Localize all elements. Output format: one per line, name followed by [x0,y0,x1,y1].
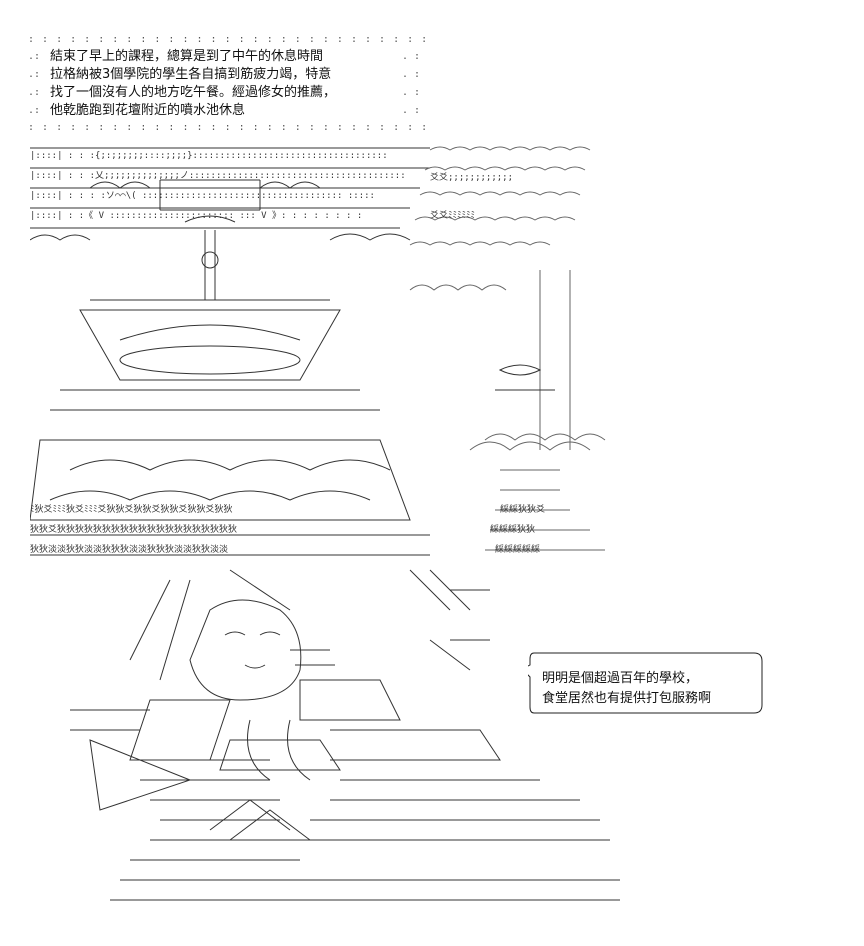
speech-bubble-line-1: 明明是個超過百年的學校， [542,671,699,686]
foliage-texture: 爻爻;;;;;;;;;;;; [430,172,513,183]
fountain-scene-drawing: |::::| : : :{;:;;;;;;::::;;;;}::::::::::… [30,146,620,901]
foliage-texture: 綵綵狄狄爻 [500,503,545,515]
narration-dots: .: [28,51,41,62]
narration-text-4: 他乾脆跑到花壇附近的噴水池休息 [50,103,246,118]
hedge-texture: |::::| : :《 V ::::::::::::::::::::::: ::… [30,210,362,221]
hedge-texture: |::::| : : : :ソ⌒⌒\( ::::::::::::::::::::… [30,191,375,201]
narration-dots: . : [401,69,420,80]
right-foliage [409,146,606,551]
narration-line: .: 結束了早上的課程，總算是到了中午的休息時間 . : [28,48,428,66]
foliage-texture: 爻爻ﾐﾐﾐﾐﾐﾐ [430,210,475,221]
narration-dots: . : [401,105,420,116]
ascii-art-illustration: |::::| : : :{;:;;;;;;::::;;;;}::::::::::… [30,140,620,930]
hedge-band [30,147,430,241]
narration-dots: .: [28,105,41,116]
sitting-character [70,569,620,901]
bird-shape [495,364,555,391]
narration-text-1: 結束了早上的課程，總算是到了中午的休息時間 [50,49,324,64]
basin-texture: ﾐ狄爻ﾐﾐﾐ狄爻ﾐﾐﾐ爻狄狄爻狄狄爻狄狄爻狄狄爻狄狄 [30,503,233,515]
speech-bubble-line-2: 食堂居然也有提供打包服務啊 [542,691,712,706]
narration-dots: . : [401,51,420,62]
water-lines [409,569,490,671]
foliage-texture: 綵綵綵狄狄 [490,523,535,535]
narration-dots: .: [28,69,41,80]
basin-texture: 狄狄爻狄狄狄狄狄狄狄狄狄狄狄狄狄狄狄狄狄狄狄狄 [30,523,237,535]
fountain [30,215,430,556]
hedge-texture: |::::| : : :{;:;;;;;;::::;;;;}::::::::::… [30,151,388,161]
narration-block: : : : : : : : : : : : : : : : : : : : : … [28,32,428,136]
narration-line: .: 找了一個沒有人的地方吃午餐。經過修女的推薦， . : [28,84,428,102]
narration-dots: .: [28,87,41,98]
narration-dots: . : [401,87,420,98]
narration-text-3: 找了一個沒有人的地方吃午餐。經過修女的推薦， [50,85,337,100]
speech-bubble: 明明是個超過百年的學校， 食堂居然也有提供打包服務啊 [528,651,764,715]
narration-line: .: 拉格納被3個學院的學生各自搞到筋疲力竭，特意 . : [28,66,428,84]
narration-bottom-border: : : : : : : : : : : : : : : : : : : : : … [28,122,428,133]
foliage-texture: 綵綵綵綵綵 [495,543,540,555]
narration-text-2: 拉格納被3個學院的學生各自搞到筋疲力竭，特意 [50,67,332,82]
basin-texture: 狄狄淡淡狄狄淡淡狄狄狄淡淡狄狄狄淡淡狄狄淡淡 [30,543,228,555]
narration-top-border: : : : : : : : : : : : : : : : : : : : : … [28,34,428,45]
speech-bubble-outline [528,652,763,714]
hedge-texture: |::::| : : :乂;;;;;;;;;;;;;;ノ::::::::::::… [30,171,406,181]
narration-line: .: 他乾脆跑到花壇附近的噴水池休息 . : [28,102,428,120]
